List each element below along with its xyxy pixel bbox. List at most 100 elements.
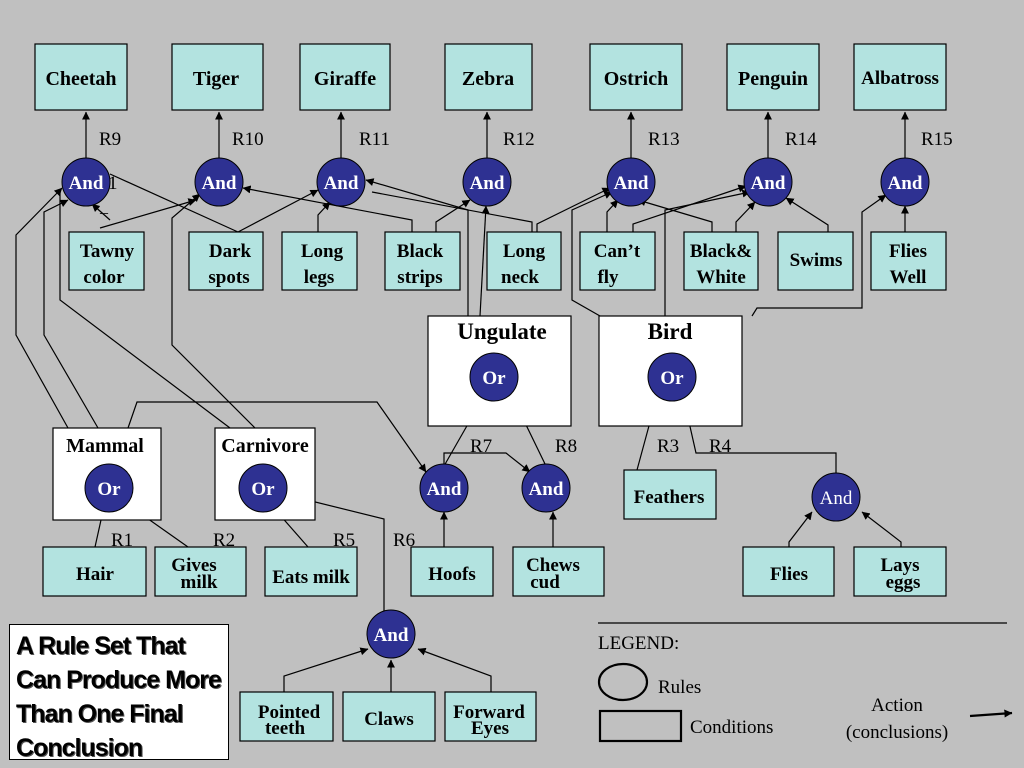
- fact-givesmilk-line1: Gives: [171, 555, 216, 576]
- and-nodes-top: And And And And And And And 1 _: [61, 157, 930, 216]
- fact-black-white: Black& White: [683, 231, 759, 291]
- legend-title: LEGEND:: [598, 633, 679, 654]
- link-bird-penguin: [664, 189, 751, 316]
- rule-node-r8: And: [521, 463, 571, 513]
- rule-label-r14: R14: [785, 129, 817, 150]
- fact-flieswell-line1: Flies: [889, 241, 927, 262]
- conclusion-giraffe-label: Giraffe: [314, 68, 376, 90]
- link-bird-ostrich: [571, 191, 613, 317]
- fact-tawny-line1: Tawny: [80, 241, 135, 262]
- fact-blackwhite-line2: White: [696, 267, 746, 288]
- conclusion-ostrich-label: Ostrich: [604, 68, 668, 90]
- fact-longneck-line1: Long: [503, 241, 546, 262]
- group-mammal: Mammal Or: [52, 427, 162, 521]
- or-node-ungulate: [469, 352, 519, 402]
- rule-node-r9: And: [61, 157, 111, 207]
- fact-layseggs-line1: Lays: [880, 555, 919, 576]
- rule-label-r5: R5: [333, 530, 355, 551]
- group-carnivore: Carnivore Or: [214, 427, 316, 521]
- slide-title: A Rule Set That Can Produce More Than On…: [16, 629, 232, 765]
- link-longneck-ostrich: [536, 187, 611, 232]
- link-mammal-r7: [127, 401, 427, 473]
- link-darkspots-cheetah: [109, 173, 239, 233]
- fact-cant-fly: Can’t fly: [579, 231, 656, 291]
- fact-hoofs: Hoofs: [410, 546, 494, 597]
- legend-action-line1: Action: [871, 695, 923, 716]
- slide-title-line4: Conclusion: [16, 734, 143, 762]
- fact-layseggs-line2: eggs: [886, 572, 921, 593]
- fact-tawny-color: Tawny color: [68, 231, 145, 291]
- and-label: And: [374, 625, 409, 646]
- conclusion-albatross: Albatross: [853, 43, 947, 111]
- and-label: And: [427, 479, 462, 500]
- link-blackstrips-tiger: [242, 185, 413, 232]
- rule-label-r10: R10: [232, 129, 264, 150]
- conclusion-giraffe: Giraffe: [299, 43, 391, 111]
- rule-node-r11: And: [316, 157, 366, 207]
- conclusion-ostrich: Ostrich: [589, 43, 683, 111]
- fact-gives-milk: Gives milk: [154, 546, 247, 597]
- and-label: And: [470, 173, 505, 194]
- rule-node-r7: And: [419, 463, 469, 513]
- or-node-bird: [647, 352, 697, 402]
- group-bird: Bird Or: [598, 315, 743, 427]
- slide-title-box: A Rule Set That Can Produce More Than On…: [9, 624, 229, 762]
- legend: LEGEND: Rules Conditions Action (conclus…: [597, 633, 948, 743]
- conclusion-penguin-label: Penguin: [738, 68, 808, 90]
- rule-node-r13: And: [606, 157, 656, 207]
- fact-forwardeyes-line2: Eyes: [471, 718, 509, 739]
- conclusion-albatross-label: Albatross: [861, 68, 939, 89]
- rule-label-r6: R6: [393, 530, 415, 551]
- conclusion-tiger-label: Tiger: [193, 68, 239, 90]
- rule-node-r10: And: [194, 157, 244, 207]
- rule-label-r15: R15: [921, 129, 953, 150]
- link-r6-carnivore: [286, 492, 385, 612]
- link-longlegs-giraffe: [317, 201, 331, 232]
- fact-pointedteeth-line2: teeth: [265, 718, 306, 739]
- rule-label-r11: R11: [359, 129, 390, 150]
- fact-longlegs-line2: legs: [304, 267, 335, 288]
- rule-node-r6: And: [366, 609, 416, 659]
- link-tawny-cheetah: [91, 203, 111, 221]
- link-forwardeyes-r6: [417, 647, 492, 692]
- group-ungulate: Ungulate Or: [427, 315, 572, 427]
- and-label: And: [820, 488, 853, 509]
- link-carnivore-cheetah: [43, 199, 99, 429]
- conclusion-cheetah: Cheetah: [34, 43, 128, 111]
- fact-tawny-line2: color: [83, 267, 125, 288]
- fact-longneck-line2: neck: [501, 267, 539, 288]
- and-label: And: [614, 173, 649, 194]
- rule-label-r3: R3: [657, 436, 679, 457]
- rule-node-r4: And: [811, 472, 861, 522]
- stray-mark-1: 1: [108, 173, 118, 194]
- fact-swims-label: Swims: [790, 250, 843, 271]
- link-darkspots-giraffe: [237, 189, 319, 233]
- fact-flies-label: Flies: [770, 564, 808, 585]
- fact-blackwhite-line1: Black&: [690, 241, 752, 262]
- fact-swims: Swims: [777, 231, 854, 291]
- link-blackwhite-penguin: [735, 201, 756, 232]
- fact-darkspots-line1: Dark: [209, 241, 252, 262]
- conclusion-zebra: Zebra: [444, 43, 533, 111]
- group-ungulate-title: Ungulate: [457, 319, 546, 344]
- legend-arrow: [969, 709, 1013, 718]
- link-pointedteeth-r6: [283, 647, 369, 692]
- link-cantfly-penguin: [632, 184, 747, 232]
- link-mammal-cheetah: [15, 187, 69, 429]
- conclusion-penguin: Penguin: [726, 43, 820, 111]
- fact-hair-label: Hair: [76, 564, 115, 585]
- or-label: Or: [660, 368, 684, 389]
- rule-label-r13: R13: [648, 129, 680, 150]
- rule-label-r4: R4: [709, 436, 732, 457]
- link-tawny-tiger: [99, 198, 197, 229]
- group-mammal-title: Mammal: [66, 435, 144, 457]
- rule-label-r1: R1: [111, 530, 133, 551]
- fact-long-legs: Long legs: [281, 231, 358, 291]
- conclusion-zebra-label: Zebra: [462, 68, 514, 90]
- conclusion-boxes: Cheetah Tiger Giraffe Zebra Ostrich Peng…: [34, 43, 947, 111]
- fact-blackstrips-line2: strips: [397, 267, 442, 288]
- fact-boxes-bottom: Feathers Hair Gives milk Eats milk Hoofs…: [42, 469, 947, 742]
- fact-flieswell-line2: Well: [890, 267, 927, 288]
- fact-darkspots-line2: spots: [208, 267, 249, 288]
